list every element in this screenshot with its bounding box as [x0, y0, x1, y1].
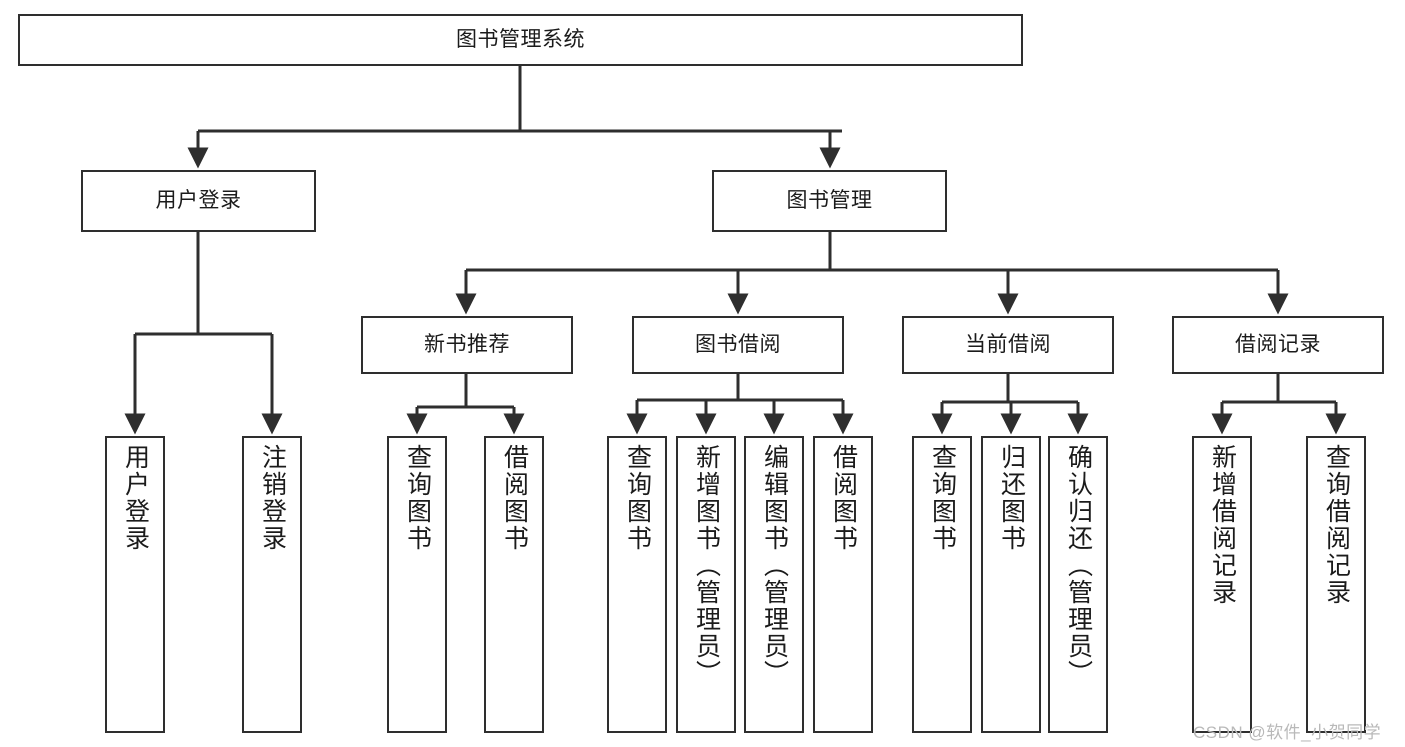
node-label: 图书管理系统 — [456, 28, 585, 52]
leaf-edit-book-admin[interactable]: 编辑图书（管理员） — [744, 436, 804, 733]
node-label: 图书借阅 — [695, 333, 781, 357]
node-label: 新增借阅记录 — [1208, 444, 1237, 606]
node-label: 确认归还（管理员） — [1064, 444, 1093, 687]
node-label: 编辑图书（管理员） — [760, 444, 789, 687]
node-book-management[interactable]: 图书管理 — [712, 170, 947, 232]
leaf-query-book-current[interactable]: 查询图书 — [912, 436, 972, 733]
leaf-add-borrow-record[interactable]: 新增借阅记录 — [1192, 436, 1252, 733]
node-root-system[interactable]: 图书管理系统 — [18, 14, 1023, 66]
leaf-query-book-recommend[interactable]: 查询图书 — [387, 436, 447, 733]
node-label: 查询图书 — [403, 444, 432, 552]
leaf-confirm-return-admin[interactable]: 确认归还（管理员） — [1048, 436, 1108, 733]
node-borrow-record[interactable]: 借阅记录 — [1172, 316, 1384, 374]
node-book-borrow[interactable]: 图书借阅 — [632, 316, 844, 374]
node-current-borrow[interactable]: 当前借阅 — [902, 316, 1114, 374]
node-label: 归还图书 — [997, 444, 1026, 552]
node-label: 用户登录 — [121, 444, 150, 552]
node-label: 当前借阅 — [965, 333, 1051, 357]
leaf-borrow-book-recommend[interactable]: 借阅图书 — [484, 436, 544, 733]
leaf-user-login[interactable]: 用户登录 — [105, 436, 165, 733]
node-label: 借阅记录 — [1235, 333, 1321, 357]
node-user-login[interactable]: 用户登录 — [81, 170, 316, 232]
node-label: 注销登录 — [258, 444, 287, 552]
node-label: 查询借阅记录 — [1322, 444, 1351, 606]
node-label: 用户登录 — [155, 189, 242, 213]
node-label: 新书推荐 — [424, 333, 510, 357]
node-label: 查询图书 — [623, 444, 652, 552]
leaf-return-book[interactable]: 归还图书 — [981, 436, 1041, 733]
node-new-book-recommend[interactable]: 新书推荐 — [361, 316, 573, 374]
node-label: 借阅图书 — [829, 444, 858, 552]
node-label: 借阅图书 — [500, 444, 529, 552]
node-label: 查询图书 — [928, 444, 957, 552]
leaf-borrow-book[interactable]: 借阅图书 — [813, 436, 873, 733]
leaf-query-borrow-record[interactable]: 查询借阅记录 — [1306, 436, 1366, 733]
leaf-logout[interactable]: 注销登录 — [242, 436, 302, 733]
leaf-query-book-borrow[interactable]: 查询图书 — [607, 436, 667, 733]
csdn-watermark: CSDN @软件_小贺同学 — [1193, 723, 1382, 742]
leaf-add-book-admin[interactable]: 新增图书（管理员） — [676, 436, 736, 733]
node-label: 图书管理 — [786, 189, 873, 213]
node-label: 新增图书（管理员） — [692, 444, 721, 687]
